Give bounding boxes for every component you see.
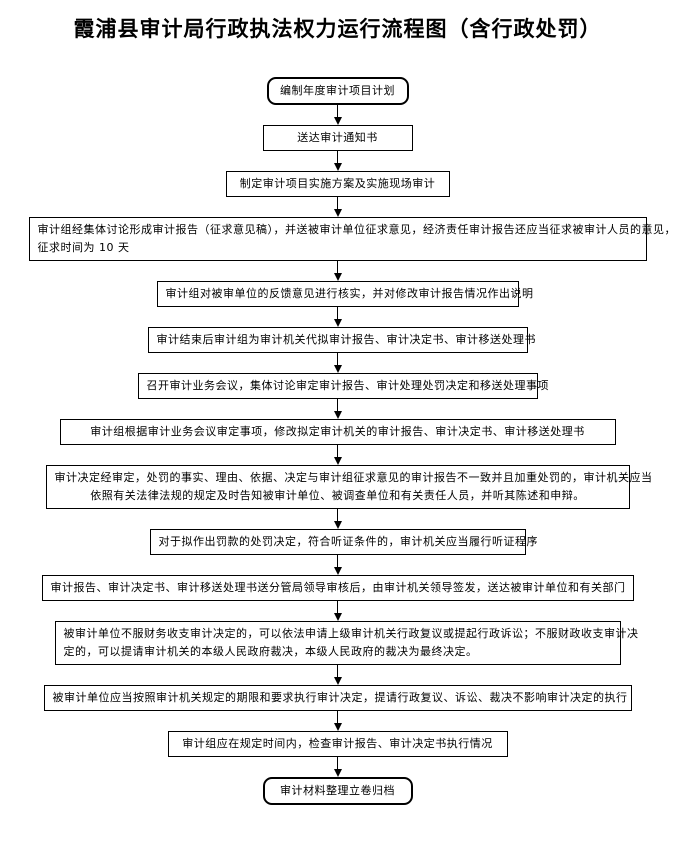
flow-step-label: 编制年度审计项目计划 xyxy=(280,84,395,97)
flow-step-verify-feedback: 审计组对被审单位的反馈意见进行核实，并对修改审计报告情况作出说明 xyxy=(156,281,534,307)
page-title: 霞浦县审计局行政执法权力运行流程图（含行政处罚） xyxy=(73,17,602,41)
arrow-down-icon xyxy=(333,555,342,575)
flow-step-deliver-notice: 送达审计通知书 xyxy=(262,125,413,151)
flow-step-revise-documents: 审计组根据审计业务会议审定事项，修改拟定审计机关的审计报告、审计决定书、审计移送… xyxy=(59,419,616,445)
arrow-down-icon xyxy=(333,197,342,217)
flow-step-label-line: 被审计单位不服财务收支审计决定的，可以依法申请上级审计机关行政复议或提起行政诉讼… xyxy=(63,627,639,640)
flow-step-label: 被审计单位应当按照审计机关规定的期限和要求执行审计决定，提请行政复议、诉讼、裁决… xyxy=(52,691,628,704)
flow-step-reconsideration-litigation: 被审计单位不服财务收支审计决定的，可以依法申请上级审计机关行政复议或提起行政诉讼… xyxy=(54,621,639,665)
flow-step-label: 对于拟作出罚款的处罚决定，符合听证条件的，审计机关应当履行听证程序 xyxy=(158,535,538,548)
flow-step-check-execution: 审计组应在规定时间内，检查审计报告、审计决定书执行情况 xyxy=(167,731,508,757)
flow-step-label-line: 依照有关法律法规的规定及时告知被审计单位、被调查单位和有关责任人员，并听其陈述和… xyxy=(90,489,585,502)
flow-step-execute-decision: 被审计单位应当按照审计机关规定的期限和要求执行审计决定，提请行政复议、诉讼、裁决… xyxy=(43,685,632,711)
flow-step-label: 召开审计业务会议，集体讨论审定审计报告、审计处理处罚决定和移送处理事项 xyxy=(146,379,549,392)
flow-step-archive-materials: 审计材料整理立卷归档 xyxy=(262,777,413,805)
flow-step-label-line: 审计决定经审定，处罚的事实、理由、依据、决定与审计组征求意见的审计报告不一致并且… xyxy=(54,471,653,484)
arrow-down-icon xyxy=(333,509,342,529)
arrow-down-icon xyxy=(333,711,342,731)
arrow-down-icon xyxy=(333,353,342,373)
flow-step-label: 审计结束后审计组为审计机关代拟审计报告、审计决定书、审计移送处理书 xyxy=(156,333,536,346)
flow-step-label: 送达审计通知书 xyxy=(297,131,378,144)
flow-step-hearing-procedure: 对于拟作出罚款的处罚决定，符合听证条件的，审计机关应当履行听证程序 xyxy=(149,529,538,555)
arrow-down-icon xyxy=(333,601,342,621)
flow-step-label-line: 征求时间为 10 天 xyxy=(37,241,130,254)
flow-step-label: 审计组应在规定时间内，检查审计报告、审计决定书执行情况 xyxy=(182,737,493,750)
flow-step-label-line: 审计组经集体讨论形成审计报告（征求意见稿），并送被审计单位征求意见，经济责任审计… xyxy=(37,223,675,236)
flow-step-label: 审计报告、审计决定书、审计移送处理书送分管局领导审核后，由审计机关领导签发，送达… xyxy=(50,581,626,594)
arrow-down-icon xyxy=(333,151,342,171)
flow-step-label: 审计组根据审计业务会议审定事项，修改拟定审计机关的审计报告、审计决定书、审计移送… xyxy=(90,425,585,438)
arrow-down-icon xyxy=(333,105,342,125)
flow-step-draft-documents: 审计结束后审计组为审计机关代拟审计报告、审计决定书、审计移送处理书 xyxy=(147,327,536,353)
flow-step-draft-report-comments: 审计组经集体讨论形成审计报告（征求意见稿），并送被审计单位征求意见，经济责任审计… xyxy=(28,217,675,261)
flow-step-label: 制定审计项目实施方案及实施现场审计 xyxy=(239,177,436,190)
arrow-down-icon xyxy=(333,445,342,465)
flow-step-label-line: 定的，可以提请审计机关的本级人民政府裁决，本级人民政府的裁决为最终决定。 xyxy=(63,645,478,658)
flowchart: 编制年度审计项目计划 送达审计通知书 制定审计项目实施方案及实施现场审计 审计组… xyxy=(0,77,675,805)
flow-step-annual-plan: 编制年度审计项目计划 xyxy=(266,77,409,105)
flow-step-leader-sign-deliver: 审计报告、审计决定书、审计移送处理书送分管局领导审核后，由审计机关领导签发，送达… xyxy=(41,575,634,601)
flow-step-business-meeting: 召开审计业务会议，集体讨论审定审计报告、审计处理处罚决定和移送处理事项 xyxy=(137,373,549,399)
arrow-down-icon xyxy=(333,307,342,327)
arrow-down-icon xyxy=(333,261,342,281)
arrow-down-icon xyxy=(333,757,342,777)
flow-step-label: 审计材料整理立卷归档 xyxy=(280,784,395,797)
arrow-down-icon xyxy=(333,399,342,419)
flow-step-implementation-plan: 制定审计项目实施方案及实施现场审计 xyxy=(225,171,450,197)
flow-step-notify-aggravated-penalty: 审计决定经审定，处罚的事实、理由、依据、决定与审计组征求意见的审计报告不一致并且… xyxy=(45,465,653,509)
flow-step-label: 审计组对被审单位的反馈意见进行核实，并对修改审计报告情况作出说明 xyxy=(165,287,534,300)
arrow-down-icon xyxy=(333,665,342,685)
